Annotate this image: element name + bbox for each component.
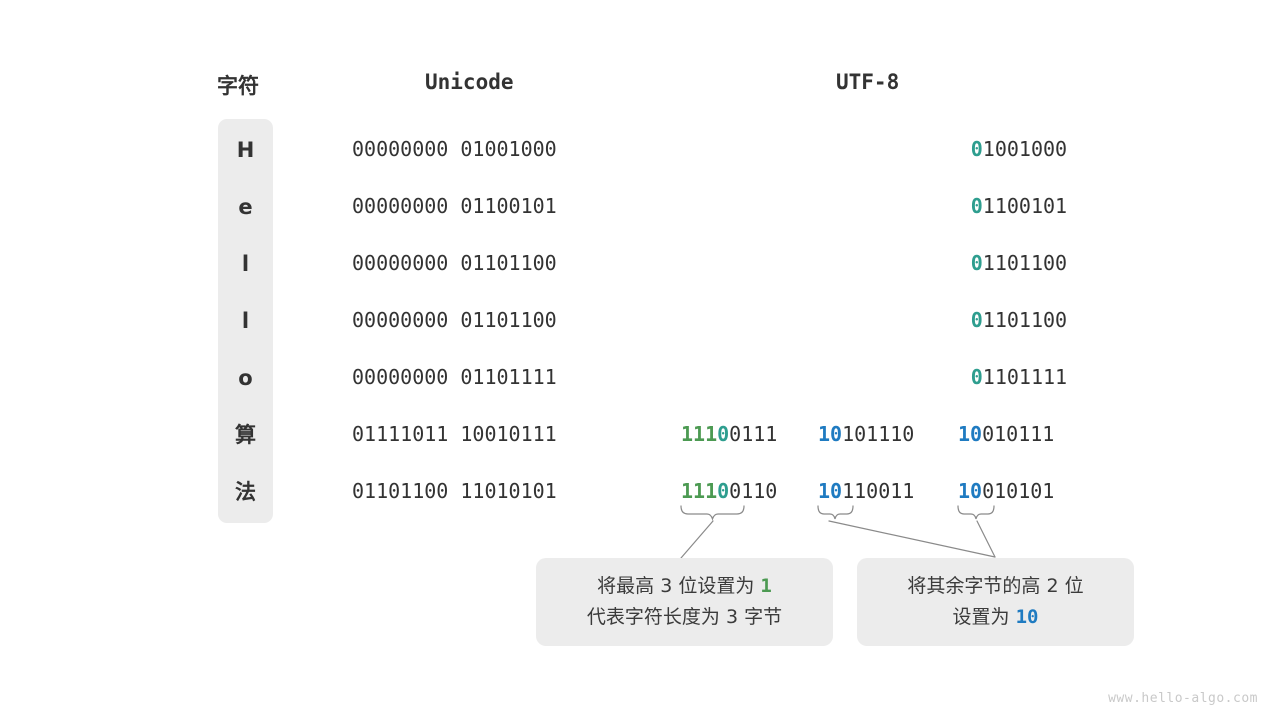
utf8-payload-bits: 0110	[729, 479, 778, 503]
callout-text-segment: 1	[760, 575, 772, 597]
utf8-payload-bits: 110011	[842, 479, 915, 503]
unicode-low-byte: 11010101	[448, 479, 557, 503]
callout-line: 代表字符长度为 3 字节	[536, 602, 833, 633]
utf8-byte: 11100110	[681, 479, 777, 503]
character-cell: 法	[235, 480, 256, 504]
unicode-low-byte: 01101100	[448, 251, 557, 275]
unicode-low-byte: 01101100	[448, 308, 557, 332]
utf8-payload-bits: 0111	[729, 422, 778, 446]
utf8-cell: 01101100	[971, 251, 1067, 275]
callout-text-segment: 10	[1015, 606, 1039, 628]
column-header-unicode: Unicode	[425, 70, 514, 94]
unicode-low-byte: 01001000	[448, 137, 557, 161]
utf8-payload-bits: 1101100	[982, 251, 1068, 275]
callout-text-segment: 设置为	[952, 606, 1016, 628]
unicode-low-byte: 01101111	[448, 365, 557, 389]
unicode-low-byte: 01100101	[448, 194, 557, 218]
utf8-marker-terminator-bit: 0	[717, 479, 730, 503]
character-cell: l	[241, 252, 250, 276]
watermark: www.hello-algo.com	[1108, 691, 1258, 706]
utf8-payload-bits: 1100101	[982, 194, 1068, 218]
unicode-cell: 01101100 11010101	[352, 479, 557, 503]
utf8-byte: 10101110	[818, 422, 914, 446]
callout-line: 将最高 3 位设置为 1	[536, 571, 833, 602]
unicode-high-byte: 00000000	[352, 137, 449, 161]
utf8-marker-bits: 10	[818, 479, 843, 503]
utf8-byte: 10010111	[958, 422, 1054, 446]
utf8-marker-bits: 0	[970, 308, 983, 332]
unicode-high-byte: 00000000	[352, 251, 449, 275]
utf8-marker-bits: 111	[681, 479, 718, 503]
utf8-payload-bits: 1101100	[982, 308, 1068, 332]
utf8-payload-bits: 010101	[982, 479, 1055, 503]
utf8-cell: 01101100	[971, 308, 1067, 332]
unicode-cell: 00000000 01001000	[352, 137, 557, 161]
utf8-payload-bits: 010111	[982, 422, 1055, 446]
utf8-marker-bits: 0	[970, 137, 983, 161]
utf8-marker-bits: 111	[681, 422, 718, 446]
utf8-marker-terminator-bit: 0	[717, 422, 730, 446]
utf8-byte: 10110011	[818, 479, 914, 503]
character-cell: 算	[235, 423, 256, 447]
callout-line: 设置为 10	[857, 602, 1134, 633]
utf8-payload-bits: 1001000	[982, 137, 1068, 161]
utf8-marker-bits: 10	[958, 479, 983, 503]
utf8-marker-bits: 0	[970, 194, 983, 218]
utf8-marker-bits: 10	[818, 422, 843, 446]
unicode-low-byte: 10010111	[448, 422, 557, 446]
column-header-utf8: UTF-8	[836, 70, 900, 94]
utf8-marker-bits: 0	[970, 251, 983, 275]
character-cell: H	[236, 138, 255, 162]
callout-text-segment: 将其余字节的高 2 位	[907, 575, 1084, 597]
utf8-payload-bits: 101110	[842, 422, 915, 446]
utf8-payload-bits: 1101111	[982, 365, 1068, 389]
utf8-marker-bits: 10	[958, 422, 983, 446]
character-cell: e	[238, 195, 253, 219]
unicode-cell: 00000000 01101111	[352, 365, 557, 389]
unicode-high-byte: 00000000	[352, 308, 449, 332]
utf8-cell: 01100101	[971, 194, 1067, 218]
callout-continuation-bits: 将其余字节的高 2 位设置为 10	[857, 558, 1134, 646]
utf8-byte: 11100111	[681, 422, 777, 446]
utf8-byte: 10010101	[958, 479, 1054, 503]
unicode-high-byte: 01101100	[352, 479, 449, 503]
unicode-cell: 00000000 01101100	[352, 251, 557, 275]
unicode-high-byte: 00000000	[352, 194, 449, 218]
unicode-cell: 01111011 10010111	[352, 422, 557, 446]
unicode-high-byte: 00000000	[352, 365, 449, 389]
column-header-character: 字符	[217, 74, 259, 98]
unicode-cell: 00000000 01100101	[352, 194, 557, 218]
utf8-cell: 01101111	[971, 365, 1067, 389]
callout-leading-bits: 将最高 3 位设置为 1 代表字符长度为 3 字节	[536, 558, 833, 646]
callout-line: 将其余字节的高 2 位	[857, 571, 1134, 602]
character-cell: o	[238, 366, 253, 390]
unicode-high-byte: 01111011	[352, 422, 449, 446]
callout-text-segment: 将最高 3 位设置为	[597, 575, 761, 597]
utf8-cell: 01001000	[971, 137, 1067, 161]
callout-text-segment: 代表字符长度为 3 字节	[586, 606, 783, 628]
utf8-marker-bits: 0	[970, 365, 983, 389]
unicode-cell: 00000000 01101100	[352, 308, 557, 332]
character-cell: l	[241, 309, 250, 333]
